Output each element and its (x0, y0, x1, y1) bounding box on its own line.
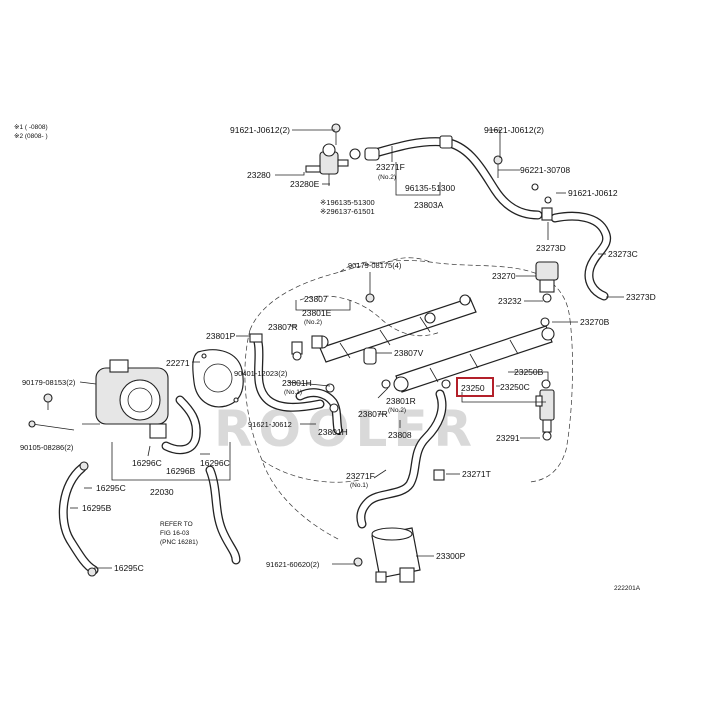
gasket-22271 (192, 349, 244, 408)
highlight-box-23250 (456, 377, 494, 397)
label-16296c-right: 16296C (200, 458, 230, 468)
label-23273d-upper: 23273D (536, 243, 566, 253)
label-96221-30708: 96221-30708 (520, 165, 570, 175)
label-23270b: 23270B (580, 317, 610, 327)
label-23250c: 23250C (500, 382, 530, 392)
throttle-body-22030 (28, 359, 169, 439)
label-23232: 23232 (498, 296, 522, 306)
fuel-injector-23250 (535, 379, 555, 441)
label-91621-j0612-top-left: 91621-J0612(2) (230, 125, 290, 135)
label-23271f-no2: 23271F (376, 162, 405, 172)
legend-line-2: ※2 (0808- ) (14, 133, 48, 140)
label-23803a: 23803A (414, 200, 444, 210)
label-23273d-lower: 23273D (626, 292, 656, 302)
label-91621-j0612-right: 91621-J0612 (568, 188, 618, 198)
label-23801p: 23801P (206, 331, 236, 341)
hose-23801h (295, 383, 343, 435)
label-91621-60620: 91621-60620(2) (266, 560, 320, 569)
label-16295c-lower: 16295C (114, 563, 144, 573)
hose-23801p (249, 333, 325, 412)
label-23273c: 23273C (608, 249, 638, 259)
label-23807r-lower: 23807R (358, 409, 388, 419)
fuel-delivery-pipe-left (315, 293, 477, 365)
label-23801h-no1-sub: (No.1) (284, 389, 302, 396)
fuel-hose-23271f (356, 389, 447, 529)
label-16295c-upper: 16295C (96, 483, 126, 493)
label-16296c-left: 16296C (132, 458, 162, 468)
label-23808: 23808 (388, 430, 412, 440)
fuel-delivery-pipe-right (381, 325, 555, 393)
label-23271f-no1-sub: (No.1) (350, 482, 368, 489)
label-23280e: 23280E (290, 179, 320, 189)
label-90105-08286: 90105-08286(2) (20, 443, 74, 452)
fuel-filter-23300p (353, 527, 421, 583)
label-23801r: 23801R (386, 396, 416, 406)
note-196135: ※196135-51300 (320, 198, 375, 207)
water-bypass-hoses (58, 395, 241, 577)
vsv-assembly (305, 123, 361, 186)
label-23280: 23280 (247, 170, 271, 180)
label-23300p: 23300P (436, 551, 466, 561)
label-23250b: 23250B (514, 367, 544, 377)
ref-line-3: (PNC 16281) (160, 539, 198, 546)
label-23271t: 23271T (462, 469, 491, 479)
pressure-regulator-23270 (535, 261, 559, 327)
label-22271: 22271 (166, 358, 190, 368)
label-90401-12023: 90401-12023(2) (234, 369, 288, 378)
upper-vacuum-hose (364, 135, 543, 220)
label-23801h-lower: 23801H (318, 427, 348, 437)
label-23807: 23807 (304, 294, 328, 304)
ref-line-2: FIG 16-03 (160, 530, 190, 537)
hose-23273c (550, 211, 612, 301)
label-90179-08175: 90179-08175(4) (348, 261, 402, 270)
label-23801e: 23801E (302, 308, 332, 318)
label-23270: 23270 (492, 271, 516, 281)
label-16296b: 16296B (166, 466, 196, 476)
small-fittings-top-right (493, 155, 553, 221)
injector-cups-left (291, 335, 323, 361)
part-labels: 91621-J0612(2) 91621-J0612(2) 23280 2328… (20, 125, 656, 592)
label-91621-j0612-top-right: 91621-J0612(2) (484, 125, 544, 135)
leader-lines (70, 129, 624, 569)
note-296137: ※296137-61501 (320, 207, 375, 216)
label-23801e-sub: (No.2) (304, 319, 322, 326)
footer-code: 222201A (614, 585, 641, 592)
label-23271f-no1: 23271F (346, 471, 375, 481)
ref-line-1: REFER TO (160, 521, 193, 528)
label-23807r-upper: 23807R (268, 322, 298, 332)
label-90179-08153: 90179-08153(2) (22, 378, 76, 387)
label-23801r-sub: (No.2) (388, 407, 406, 414)
label-23801h-no1: 23801H (282, 378, 312, 388)
label-91621-j0612-mid: 91621-J0612 (248, 420, 292, 429)
label-23250: 23250 (461, 383, 485, 393)
label-23807v: 23807V (394, 348, 424, 358)
label-23291: 23291 (496, 433, 520, 443)
label-16295b: 16295B (82, 503, 112, 513)
legend-line-1: ※1 ( -0808) (14, 124, 48, 131)
label-22030: 22030 (150, 487, 174, 497)
label-96135-51300: 96135-51300 (405, 183, 455, 193)
label-23271f-no2-sub: (No.2) (378, 174, 396, 181)
